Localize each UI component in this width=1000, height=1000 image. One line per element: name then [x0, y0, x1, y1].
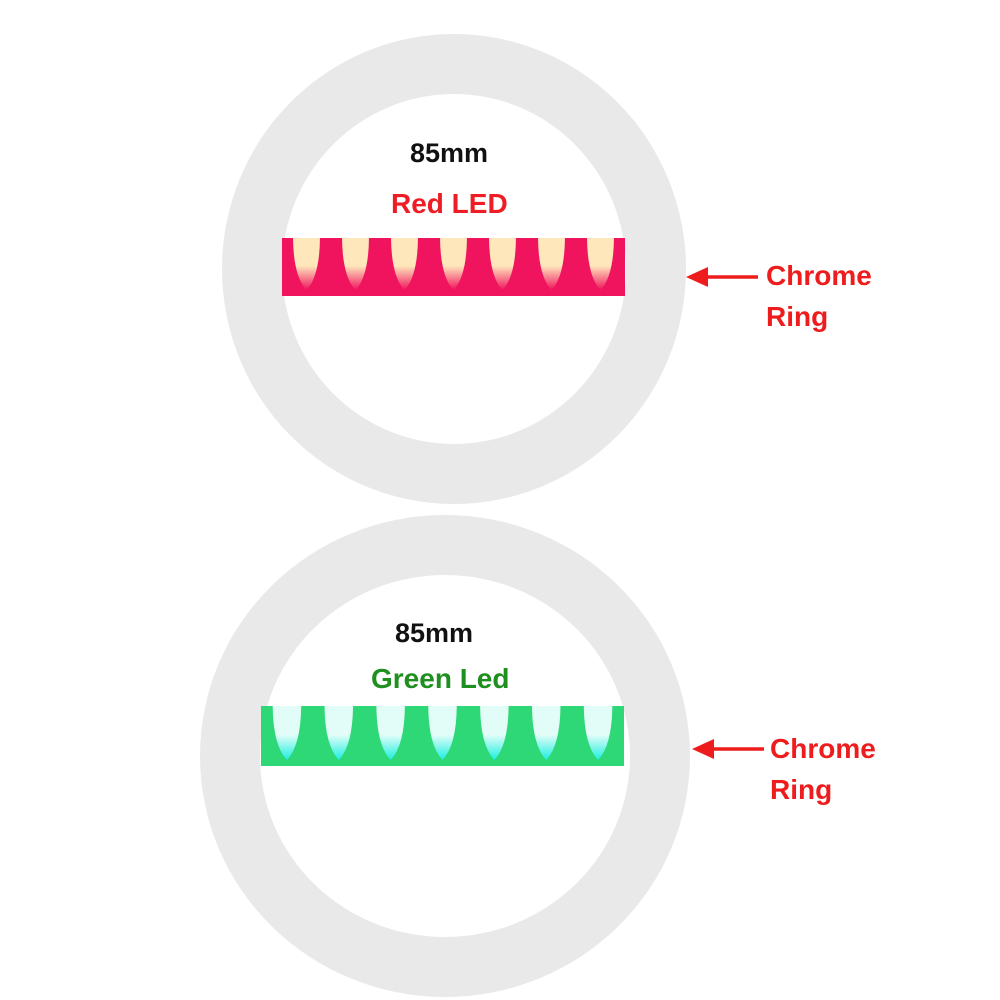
- led-glow: [531, 706, 561, 760]
- arrow-left-icon: [692, 739, 764, 759]
- callout-line-1: Chrome: [770, 733, 876, 764]
- led-glow: [324, 706, 354, 760]
- led-glow: [440, 238, 467, 291]
- chrome-ring-callout: Chrome Ring: [766, 256, 872, 337]
- led-glow: [583, 706, 613, 760]
- led-glow: [391, 238, 418, 291]
- green-led-strip: [261, 706, 624, 766]
- callout-line-1: Chrome: [766, 260, 872, 291]
- led-color-label: Red LED: [391, 188, 508, 219]
- led-glow: [489, 238, 516, 291]
- led-glow: [538, 238, 565, 291]
- led-glow: [587, 238, 614, 291]
- arrow-left-icon: [686, 267, 758, 287]
- led-glow: [293, 238, 320, 291]
- ring-size-label: 85mm: [410, 138, 489, 168]
- led-color-label: Green Led: [371, 663, 510, 694]
- chrome-ring-callout: Chrome Ring: [770, 729, 876, 810]
- callout-line-2: Ring: [770, 773, 833, 805]
- red-led-strip-graphic: [282, 238, 625, 296]
- led-glow: [376, 706, 405, 760]
- led-glow: [428, 706, 457, 760]
- ring-size-label: 85mm: [395, 618, 474, 648]
- led-glow: [342, 238, 369, 291]
- red-led-strip: [282, 238, 625, 296]
- callout-line-2: Ring: [766, 300, 829, 332]
- green-led-strip-graphic: [261, 706, 624, 766]
- led-glow: [272, 706, 302, 760]
- led-glow: [480, 706, 509, 760]
